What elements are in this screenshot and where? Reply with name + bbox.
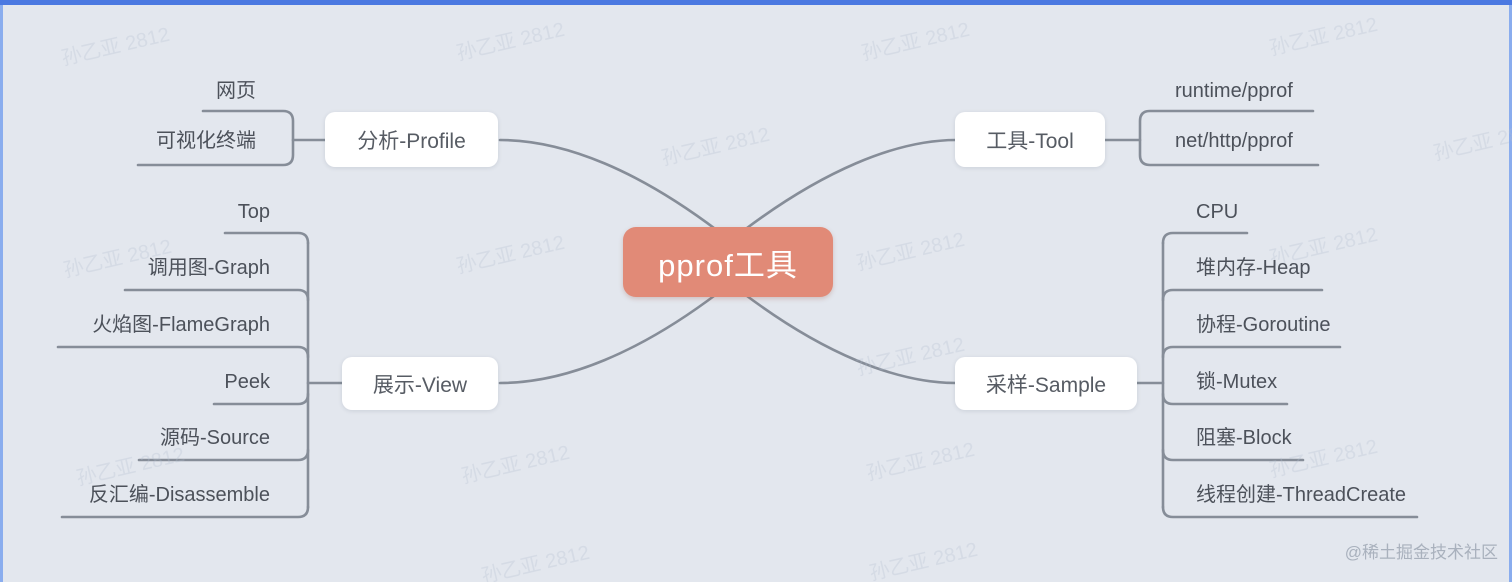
- topic-webpage[interactable]: 网页: [216, 80, 256, 102]
- topic-heap[interactable]: 堆内存-Heap: [1196, 257, 1311, 279]
- branch-node-view[interactable]: 展示-View: [342, 357, 498, 410]
- bracket-profile: [136, 109, 295, 167]
- window-top-accent-bar: [0, 0, 1512, 5]
- topic-mutex[interactable]: 锁-Mutex: [1196, 371, 1278, 393]
- topic-threadcreate[interactable]: 线程创建-ThreadCreate: [1196, 484, 1407, 506]
- topic-source[interactable]: 源码-Source: [159, 427, 270, 449]
- branch-node-sample[interactable]: 采样-Sample: [955, 357, 1137, 410]
- topic-visual-terminal[interactable]: 可视化终端: [156, 130, 256, 152]
- underline-sample-mutex: [1161, 392, 1289, 406]
- underline-sample-block: [1161, 448, 1305, 462]
- underline-sample-cpu: [1161, 231, 1249, 245]
- topic-cpu[interactable]: CPU: [1196, 201, 1239, 223]
- underline-view-top: [223, 231, 310, 245]
- juejin-credit-watermark: @稀土掘金技术社区: [1344, 543, 1498, 562]
- underline-view-source: [137, 448, 310, 462]
- underline-view-graph: [123, 288, 310, 302]
- topic-flamegraph[interactable]: 火焰图-FlameGraph: [92, 314, 270, 336]
- right-accent-edge: [1509, 5, 1512, 582]
- underline-view-disassemble: [60, 505, 310, 519]
- topic-top[interactable]: Top: [237, 201, 270, 223]
- curve-root-to-tool: [741, 138, 958, 233]
- underline-view-flamegraph: [56, 345, 310, 359]
- curve-root-to-profile: [498, 138, 720, 233]
- underline-sample-goroutine: [1161, 345, 1342, 359]
- underline-sample-threadcreate: [1161, 505, 1419, 519]
- topic-graph[interactable]: 调用图-Graph: [147, 257, 270, 279]
- topic-runtime-pprof[interactable]: runtime/pprof: [1175, 80, 1293, 102]
- topic-net-http-pprof[interactable]: net/http/pprof: [1175, 130, 1293, 152]
- left-accent-edge: [0, 5, 3, 582]
- curve-root-to-view: [498, 291, 720, 385]
- curve-root-to-sample: [741, 291, 958, 385]
- topic-block[interactable]: 阻塞-Block: [1196, 427, 1292, 449]
- topic-goroutine[interactable]: 协程-Goroutine: [1196, 314, 1331, 336]
- bracket-tool: [1138, 109, 1320, 167]
- underline-sample-heap: [1161, 288, 1324, 302]
- underline-view-peek: [212, 392, 310, 406]
- branch-node-profile[interactable]: 分析-Profile: [325, 112, 498, 167]
- branch-node-tool[interactable]: 工具-Tool: [955, 112, 1105, 167]
- root-node-pprof[interactable]: pprof工具: [623, 227, 833, 297]
- topic-disassemble[interactable]: 反汇编-Disassemble: [88, 484, 270, 506]
- topic-peek[interactable]: Peek: [224, 371, 270, 393]
